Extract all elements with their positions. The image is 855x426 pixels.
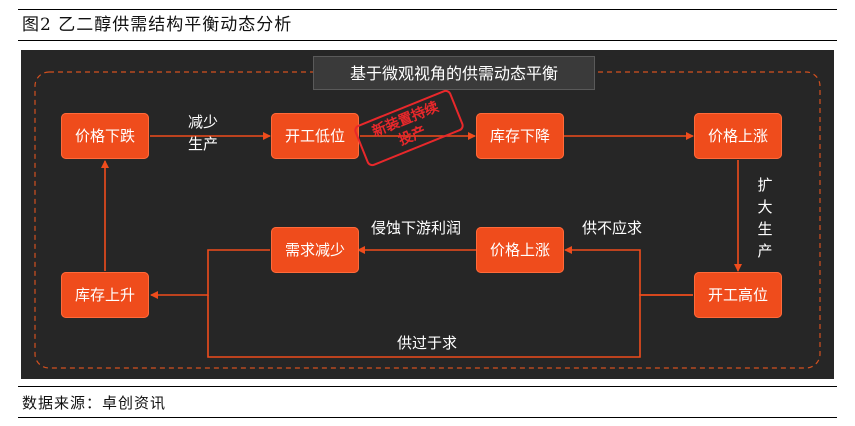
node-inventory-rise: 库存上升 xyxy=(61,272,149,318)
source-top-rule xyxy=(18,386,837,387)
source-bottom-rule xyxy=(18,417,837,418)
node-low-operation: 开工低位 xyxy=(271,113,359,159)
node-price-fall: 价格下跌 xyxy=(61,113,149,159)
arrow-oversupply-loop xyxy=(207,294,693,358)
node-inventory-fall: 库存下降 xyxy=(476,113,564,159)
node-price-rise-mid: 价格上涨 xyxy=(476,227,564,273)
label-erode-profit: 侵蚀下游利润 xyxy=(371,219,462,237)
diagram-panel: 基于微观视角的供需动态平衡 价格下跌 开工低位 库存下降 价格上涨 开工高位 价… xyxy=(21,50,834,379)
label-reduce-production-2: 生产 xyxy=(188,135,219,153)
caption-top-rule xyxy=(18,9,837,10)
figure-source: 数据来源：卓创资讯 xyxy=(22,394,167,412)
label-oversupply: 供过于求 xyxy=(397,334,458,352)
figure-caption: 图2 乙二醇供需结构平衡动态分析 xyxy=(22,15,293,35)
diagram-heading: 基于微观视角的供需动态平衡 xyxy=(313,56,595,90)
label-supply-short: 供不应求 xyxy=(582,219,643,237)
node-demand-reduce: 需求减少 xyxy=(271,227,359,273)
label-expand-production: 扩大生产 xyxy=(757,176,773,260)
arrow-highop-to-pricerise-mid xyxy=(564,246,693,296)
node-price-rise-top: 价格上涨 xyxy=(694,113,782,159)
caption-bottom-rule xyxy=(18,40,837,41)
node-high-operation: 开工高位 xyxy=(694,272,782,318)
label-reduce-production-1: 减少 xyxy=(188,113,219,131)
arrow-demand-to-invrise xyxy=(150,249,270,299)
